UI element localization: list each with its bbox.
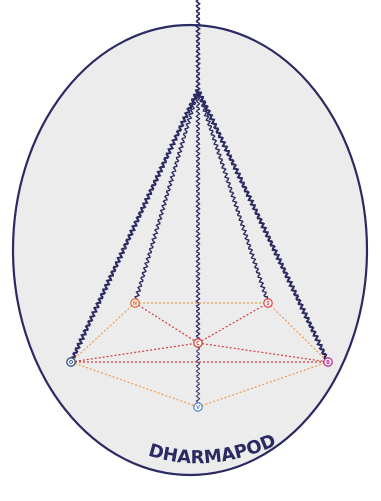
- node-letter: N: [133, 301, 137, 307]
- node-letter: C: [196, 341, 200, 347]
- node-upper-left: N: [131, 299, 139, 307]
- node-upper-right: S: [264, 299, 272, 307]
- node-letter: V: [196, 405, 200, 411]
- node-center: C: [194, 339, 202, 347]
- node-letter: B: [326, 360, 330, 366]
- node-letter: S: [266, 301, 270, 307]
- node-right: B: [324, 358, 332, 366]
- node-bottom: V: [194, 403, 202, 411]
- node-letter: O: [69, 360, 73, 366]
- oval-badge: [13, 25, 367, 475]
- node-left: O: [67, 358, 75, 366]
